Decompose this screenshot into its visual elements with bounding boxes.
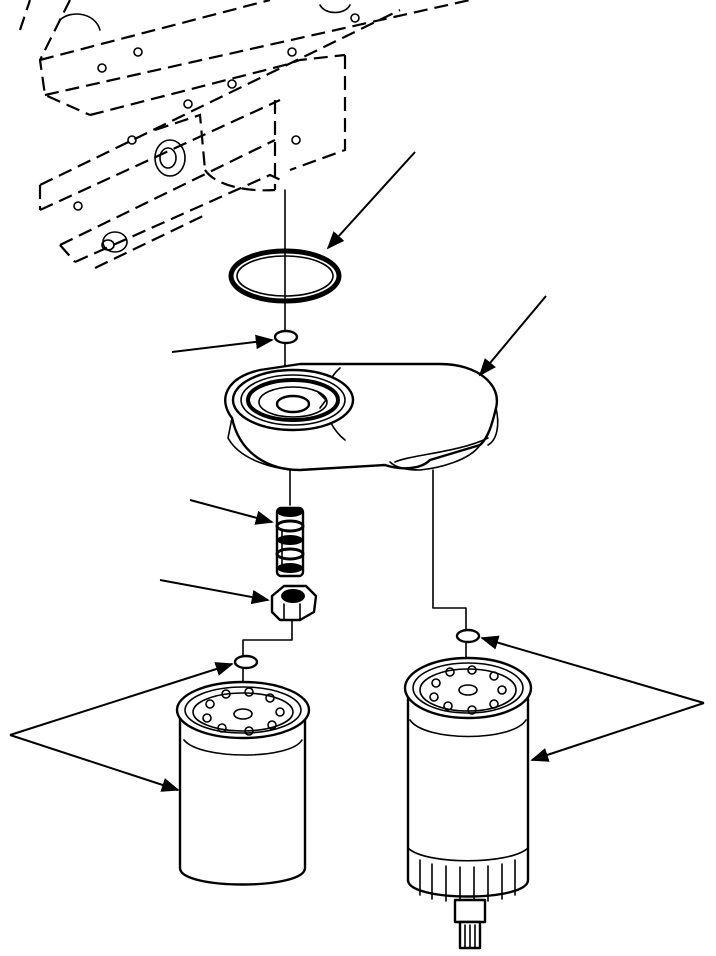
hex-plug-icon bbox=[270, 584, 318, 622]
callout-arrow-plug bbox=[159, 579, 270, 605]
o-ring-icon bbox=[233, 654, 259, 670]
center-line bbox=[242, 619, 293, 691]
callout-arrow-o-ring-left bbox=[9, 662, 234, 736]
o-ring-icon bbox=[273, 329, 299, 345]
callout-arrows bbox=[9, 151, 705, 792]
filter-cartridge-icon bbox=[175, 680, 311, 886]
callout-arrow-large-o-ring bbox=[326, 151, 416, 250]
o-ring-icon bbox=[228, 248, 342, 304]
callout-arrow-o-ring-right bbox=[480, 635, 705, 704]
engine-block-phantom-icon bbox=[18, 0, 471, 269]
filter-cartridge-with-drain-icon bbox=[403, 656, 533, 950]
o-ring-icon bbox=[455, 628, 481, 644]
center-line bbox=[432, 469, 467, 691]
callout-arrow-relief-valve bbox=[189, 499, 274, 525]
callout-arrow-filter-right bbox=[530, 702, 705, 762]
filter-head-icon bbox=[224, 362, 499, 472]
callout-arrow-small-o-ring bbox=[171, 334, 274, 353]
callout-arrow-filter-left bbox=[9, 734, 180, 792]
valve-icon bbox=[275, 506, 305, 578]
callout-arrow-filter-head bbox=[478, 295, 547, 377]
